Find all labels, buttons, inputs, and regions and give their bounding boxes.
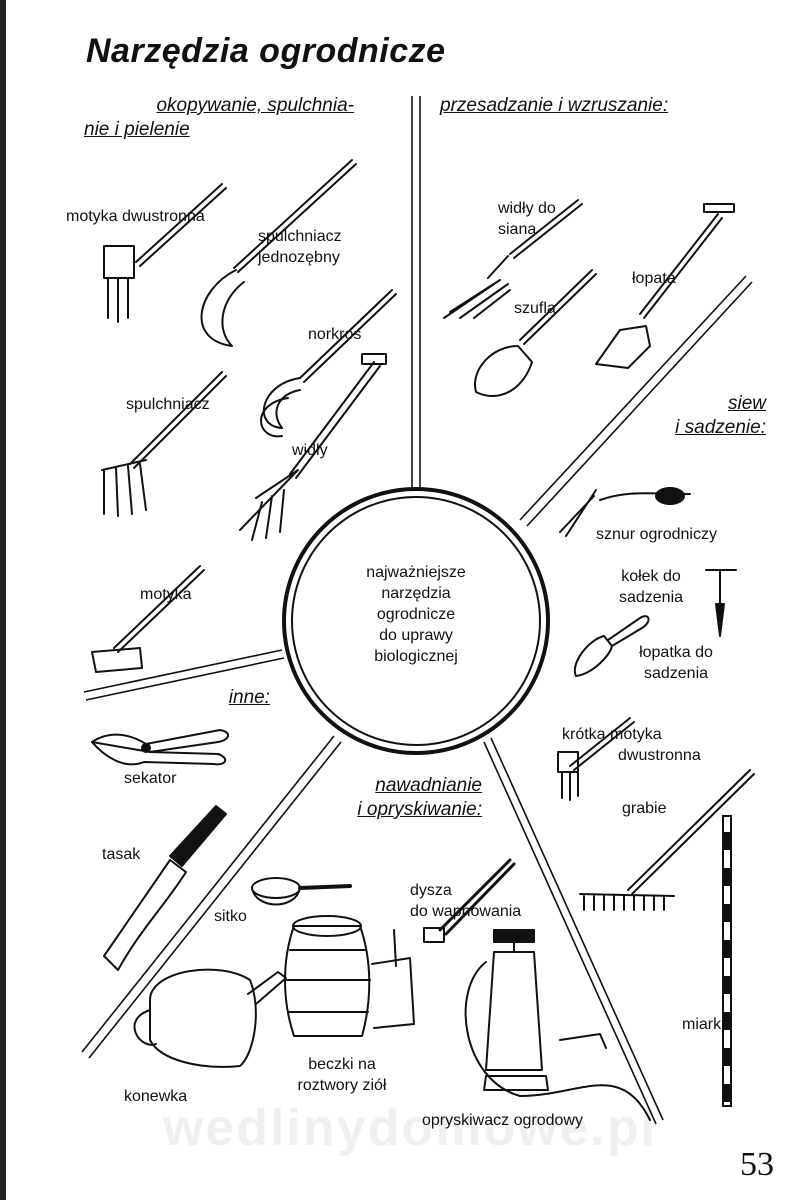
section-heading-hoeing: okopywanie, spulchnia- nie i pielenie	[84, 94, 354, 142]
section-heading-other: inne:	[228, 687, 270, 708]
center-ring	[282, 487, 550, 755]
page-edge	[0, 0, 6, 1200]
label-short-double-hoe-line2: dwustronna	[618, 747, 701, 764]
label-fork: widły	[292, 442, 328, 459]
center-caption-line3: ogrodnicze	[376, 606, 456, 623]
label-norkros: norkros	[308, 326, 362, 343]
rake-icon	[579, 769, 755, 911]
hay-fork-icon	[443, 199, 583, 319]
barrels-icon	[284, 915, 415, 1037]
section-heading-watering-line2: i opryskiwanie:	[357, 799, 482, 820]
section-heading-sowing-line1: siew	[727, 393, 766, 414]
single-tine-cultivator-icon	[200, 159, 357, 347]
label-hay-fork-line2: siana	[498, 221, 537, 238]
label-dibber-line2: sadzenia	[618, 589, 684, 606]
label-barrels-line1: beczki na	[308, 1056, 376, 1073]
watering-can-icon	[133, 968, 287, 1068]
label-single-tine-cultivator-line1: spulchniacz	[258, 228, 342, 245]
label-dibber-line1: kołek do	[621, 568, 681, 585]
hoe-icon	[91, 565, 205, 673]
label-pruning-shears: sekator	[124, 770, 177, 787]
center-caption-line5: biologicznej	[374, 648, 458, 665]
watermark: wedlinydomowe.pl	[162, 1099, 658, 1157]
label-single-tine-cultivator: spulchniacz jednozębny	[258, 226, 342, 268]
label-short-double-hoe-line1: krótka motyka	[562, 726, 662, 743]
section-heading-sowing: siew i sadzenie:	[640, 392, 766, 440]
center-caption-line1: najważniejsze	[366, 564, 466, 581]
label-measuring-rod: miarka	[682, 1016, 731, 1033]
label-trowel-line2: sadzenia	[643, 665, 709, 682]
label-lime-nozzle-line2: do wapnowania	[410, 903, 522, 920]
label-barrels-line2: roztwory ziół	[297, 1077, 387, 1094]
label-strainer: sitko	[214, 908, 247, 925]
strainer-icon	[251, 877, 352, 906]
section-heading-sowing-line2: i sadzenie:	[675, 417, 766, 438]
garden-fork-icon	[239, 353, 387, 541]
page-number: 53	[740, 1146, 774, 1183]
label-shovel: szufla	[514, 300, 556, 317]
label-hay-fork: widły do siana	[498, 198, 556, 240]
section-heading-hoeing-line2: nie i pielenie	[84, 119, 190, 140]
center-caption: najważniejsze narzędzia ogrodnicze do up…	[328, 562, 504, 667]
divider-lines	[81, 96, 753, 1125]
garden-line-icon	[559, 487, 691, 537]
label-lime-nozzle-line1: dysza	[410, 882, 452, 899]
label-trowel: łopatka do sadzenia	[612, 642, 740, 684]
page-title: Narzędzia ogrodnicze	[86, 32, 446, 70]
dibber-icon	[705, 569, 737, 637]
label-lime-nozzle: dysza do wapnowania	[410, 880, 521, 922]
label-garden-line: sznur ogrodniczy	[596, 526, 717, 543]
section-heading-transplanting: przesadzanie i wzruszanie:	[440, 95, 669, 116]
trowel-icon	[573, 615, 650, 677]
label-rake: grabie	[622, 800, 667, 817]
lime-nozzle-icon	[423, 858, 516, 943]
label-dibber: kołek do sadzenia	[606, 566, 696, 608]
label-hay-fork-line1: widły do	[498, 200, 556, 217]
section-heading-watering-line1: nawadnianie	[375, 775, 482, 796]
label-short-double-hoe: krótka motyka dwustronna	[562, 724, 701, 766]
label-spade: łopata	[632, 270, 676, 287]
pruning-shears-icon	[91, 729, 229, 766]
measuring-rod-icon	[722, 815, 732, 1107]
label-barrels: beczki na roztwory ziół	[286, 1054, 398, 1096]
section-heading-watering: nawadnianie i opryskiwanie:	[316, 774, 482, 822]
center-caption-line4: do uprawy	[379, 627, 453, 644]
spade-icon	[595, 203, 735, 369]
label-trowel-line1: łopatka do	[639, 644, 713, 661]
shovel-icon	[474, 269, 597, 397]
machete-icon	[103, 805, 227, 971]
section-heading-hoeing-line1: okopywanie, spulchnia-	[156, 95, 354, 116]
double-hoe-icon	[103, 183, 227, 323]
norkros-icon	[260, 289, 397, 438]
sprayer-icon	[464, 929, 651, 1121]
center-ring-inner	[291, 496, 541, 746]
cultivator-icon	[101, 371, 227, 517]
label-sprayer: opryskiwacz ogrodowy	[422, 1112, 583, 1129]
label-single-tine-cultivator-line2: jednozębny	[258, 249, 340, 266]
center-caption-line2: narzędzia	[381, 585, 451, 602]
label-watering-can: konewka	[124, 1088, 188, 1105]
label-double-hoe: motyka dwustronna	[66, 208, 205, 225]
short-double-hoe-icon	[557, 717, 635, 801]
label-hoe: motyka	[140, 586, 192, 603]
label-cultivator: spulchniacz	[126, 396, 210, 413]
label-machete: tasak	[102, 846, 141, 863]
